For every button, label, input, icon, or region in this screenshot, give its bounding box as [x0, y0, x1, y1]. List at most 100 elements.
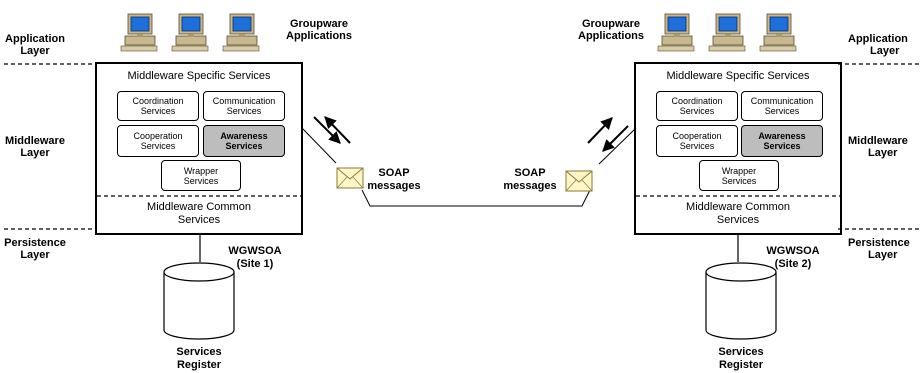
communication-line1: Communication [750, 96, 814, 106]
persistence-layer-label-line1: Persistence [848, 237, 910, 249]
coordination-line2: Services [140, 106, 176, 116]
services-register-label: Services Register [160, 346, 238, 372]
groupware-label-line1: Groupware [289, 18, 349, 30]
double-arrow [602, 125, 629, 152]
awareness-line1: Awareness [758, 131, 806, 141]
awareness-line1: Awareness [220, 131, 268, 141]
groupware-applications-label: Groupware Applications [286, 18, 352, 42]
computer-icon [657, 13, 695, 52]
persistence-layer-label-line2: Layer [868, 249, 898, 261]
awareness-line2: Services [225, 141, 263, 151]
groupware-label-line1: Groupware [581, 18, 641, 30]
application-layer-label-line2: Layer [20, 45, 50, 57]
wrapper-line1: Wrapper [183, 165, 219, 176]
middleware-layer-label-line2: Layer [20, 147, 50, 159]
database-cylinder-icon [705, 262, 777, 340]
common-line1: Middleware Common [147, 201, 251, 213]
coordination-line1: Coordination [671, 96, 723, 106]
envelope-icon [565, 170, 593, 192]
wrapper-line2: Services [183, 175, 219, 186]
middleware-frame-site2 [634, 62, 842, 235]
double-arrow [313, 116, 341, 144]
cooperation-line1: Cooperation [672, 131, 722, 141]
middleware-layer-label-right: Middleware Layer [848, 135, 922, 159]
soap-messages-label: SOAP messages [500, 167, 560, 193]
computer-icon [171, 13, 209, 52]
cooperation-line2: Services [140, 141, 176, 151]
common-line1: Middleware Common [686, 201, 790, 213]
wrapper-line2: Services [721, 175, 757, 186]
site-name-line2: (Site 2) [774, 258, 812, 270]
wrapper-line1: Wrapper [721, 165, 757, 176]
communication-line1: Communication [212, 96, 276, 106]
soap-line1: SOAP [378, 167, 410, 179]
register-line2: Register [176, 359, 222, 371]
computer-icon [222, 13, 260, 52]
envelope-icon [336, 167, 364, 189]
computer-icon [120, 13, 158, 52]
middleware-layer-label-line1: Middleware [5, 135, 65, 147]
application-layer-label-right: Application Layer [848, 33, 922, 57]
groupware-label-line2: Applications [578, 30, 645, 42]
awareness-services-box: Awareness Services [203, 125, 285, 157]
coordination-services-box: Coordination Services [656, 91, 738, 121]
communication-line2: Services [226, 106, 262, 116]
middleware-specific-title: Middleware Specific Services [127, 70, 271, 82]
cooperation-services-box: Cooperation Services [656, 125, 738, 157]
awareness-services-box: Awareness Services [741, 125, 823, 157]
double-arrow [324, 116, 351, 144]
site2-name-label: WGWSOA (Site 2) [766, 245, 820, 271]
soap-line2: messages [503, 180, 557, 192]
cooperation-line2: Services [679, 141, 715, 151]
common-line2: Services [716, 214, 760, 226]
site-name-line2: (Site 1) [236, 258, 274, 270]
register-line2: Register [718, 359, 764, 371]
cooperation-services-box: Cooperation Services [117, 125, 199, 157]
application-layer-label-line1: Application [848, 33, 908, 45]
middleware-common-services: Middleware Common Services [636, 201, 840, 227]
soap-line2: messages [367, 180, 421, 192]
site-name-line1: WGWSOA [228, 245, 282, 257]
database-cylinder-icon [163, 262, 235, 340]
wrapper-services-box: Wrapper Services [161, 160, 241, 191]
middleware-frame-site1 [95, 62, 303, 235]
persistence-layer-label-left: Persistence Layer [4, 237, 66, 261]
persistence-layer-label-line2: Layer [20, 249, 50, 261]
computer-icon [759, 13, 797, 52]
coordination-line1: Coordination [132, 96, 184, 106]
middleware-layer-label-line2: Layer [868, 147, 898, 159]
soap-messages-label: SOAP messages [364, 167, 424, 193]
application-layer-label-left: Application Layer [4, 33, 66, 57]
application-layer-label-line2: Layer [870, 45, 900, 57]
common-line2: Services [177, 214, 221, 226]
middleware-layer-label-line1: Middleware [848, 135, 908, 147]
persistence-layer-label-right: Persistence Layer [848, 237, 922, 261]
computer-icon [708, 13, 746, 52]
cooperation-line1: Cooperation [133, 131, 183, 141]
connector-line [361, 189, 591, 207]
connector-line [598, 127, 637, 165]
application-layer-label-line1: Application [5, 33, 65, 45]
communication-line2: Services [764, 106, 800, 116]
middleware-specific-title: Middleware Specific Services [666, 70, 810, 82]
services-register-label: Services Register [702, 346, 780, 372]
coordination-services-box: Coordination Services [117, 91, 199, 121]
site-name-line1: WGWSOA [766, 245, 820, 257]
groupware-label-line2: Applications [286, 30, 353, 42]
register-line1: Services [176, 346, 222, 358]
double-arrow [587, 117, 613, 144]
register-line1: Services [718, 346, 764, 358]
coordination-line2: Services [679, 106, 715, 116]
awareness-line2: Services [763, 141, 801, 151]
persistence-layer-label-line1: Persistence [4, 237, 66, 249]
connector-line [301, 127, 337, 164]
middleware-common-services: Middleware Common Services [97, 201, 301, 227]
wrapper-services-box: Wrapper Services [699, 160, 779, 191]
middleware-layer-label-left: Middleware Layer [4, 135, 66, 159]
site1-name-label: WGWSOA (Site 1) [228, 245, 282, 271]
communication-services-box: Communication Services [741, 91, 823, 121]
groupware-applications-label: Groupware Applications [578, 18, 644, 42]
communication-services-box: Communication Services [203, 91, 285, 121]
soap-line1: SOAP [514, 167, 546, 179]
